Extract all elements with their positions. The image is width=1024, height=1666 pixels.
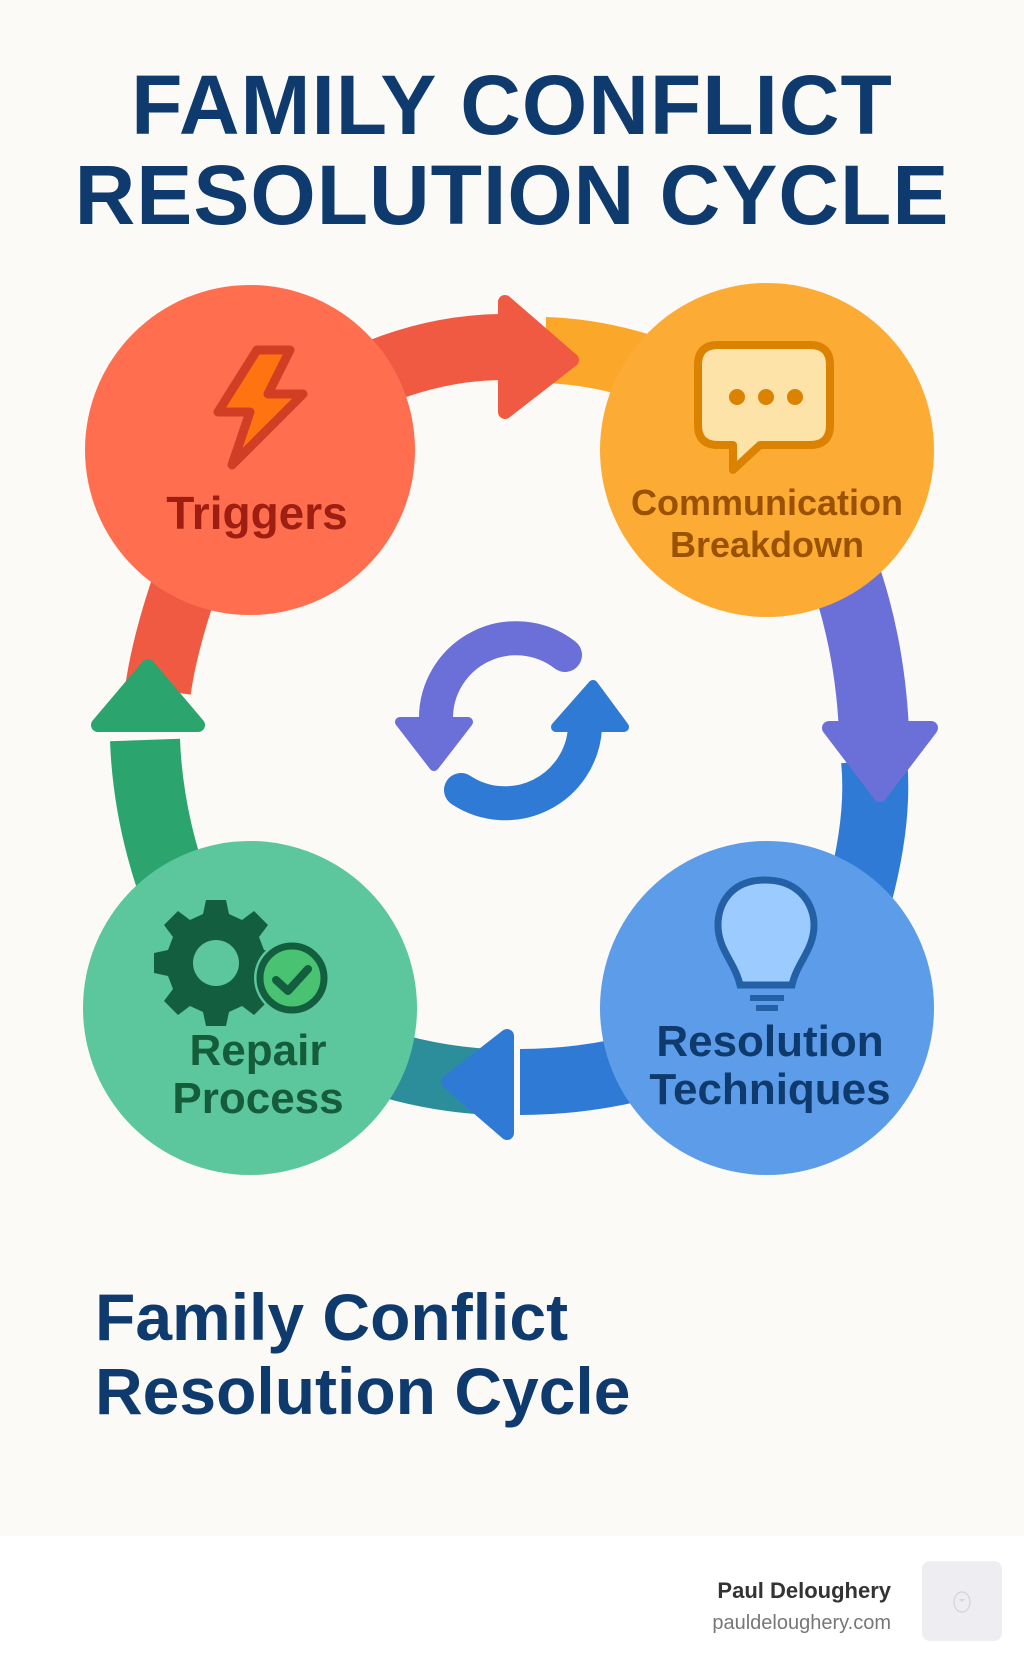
refresh-arrow-upper: [418, 621, 582, 737]
label-text: Triggers: [166, 487, 348, 539]
footer: Paul Deloughery pauldeloughery.com: [0, 1536, 1024, 1666]
title-line-2: RESOLUTION CYCLE: [74, 148, 950, 242]
label-line-2: Breakdown: [669, 524, 865, 565]
node-communication-breakdown: [600, 283, 934, 617]
cycle-diagram: [83, 283, 938, 1175]
subtitle-line-1: Family Conflict: [95, 1280, 569, 1354]
page-title: FAMILY CONFLICT RESOLUTION CYCLE: [0, 60, 1024, 240]
lightbulb-icon: [714, 876, 818, 1011]
arrow-repair-to-triggers: [91, 558, 222, 913]
label-line-2: Process: [172, 1074, 344, 1123]
refresh-arrow-lower: [444, 711, 602, 821]
author-name: Paul Deloughery: [717, 1578, 891, 1603]
arrow-head: [441, 1029, 514, 1140]
avatar-placeholder-icon: [953, 1591, 971, 1613]
speech-bubble-icon: [694, 341, 834, 474]
author-site-link[interactable]: pauldeloughery.com: [712, 1612, 891, 1634]
subtitle: Family Conflict Resolution Cycle: [95, 1280, 630, 1428]
label-line-2: Techniques: [649, 1065, 891, 1114]
label-line-1: Repair: [189, 1026, 327, 1075]
arrow-head: [822, 721, 938, 802]
lightning-bolt-icon: [213, 345, 308, 470]
arrow-communication-to-resolution: [807, 547, 938, 909]
refresh-cycle-icon: [395, 621, 629, 821]
node-label-communication-breakdown: Communication Breakdown: [631, 482, 903, 566]
arrow-head: [91, 659, 205, 732]
node-label-resolution-techniques: Resolution Techniques: [649, 1018, 890, 1114]
gear-icon: [154, 900, 278, 1026]
subtitle-line-2: Resolution Cycle: [95, 1354, 631, 1428]
label-line-1: Resolution: [656, 1017, 884, 1066]
label-line-1: Communication: [630, 482, 904, 523]
title-line-1: FAMILY CONFLICT: [131, 58, 893, 152]
node-label-repair-process: Repair Process: [172, 1027, 343, 1123]
gear-check-icon: [154, 900, 330, 1026]
check-circle-icon: [254, 940, 330, 1016]
node-label-triggers: Triggers: [166, 488, 348, 538]
avatar: [922, 1561, 1002, 1641]
arrow-head: [498, 295, 579, 419]
refresh-arrowhead-lower: [551, 680, 629, 732]
refresh-arrowhead-upper: [395, 717, 473, 771]
